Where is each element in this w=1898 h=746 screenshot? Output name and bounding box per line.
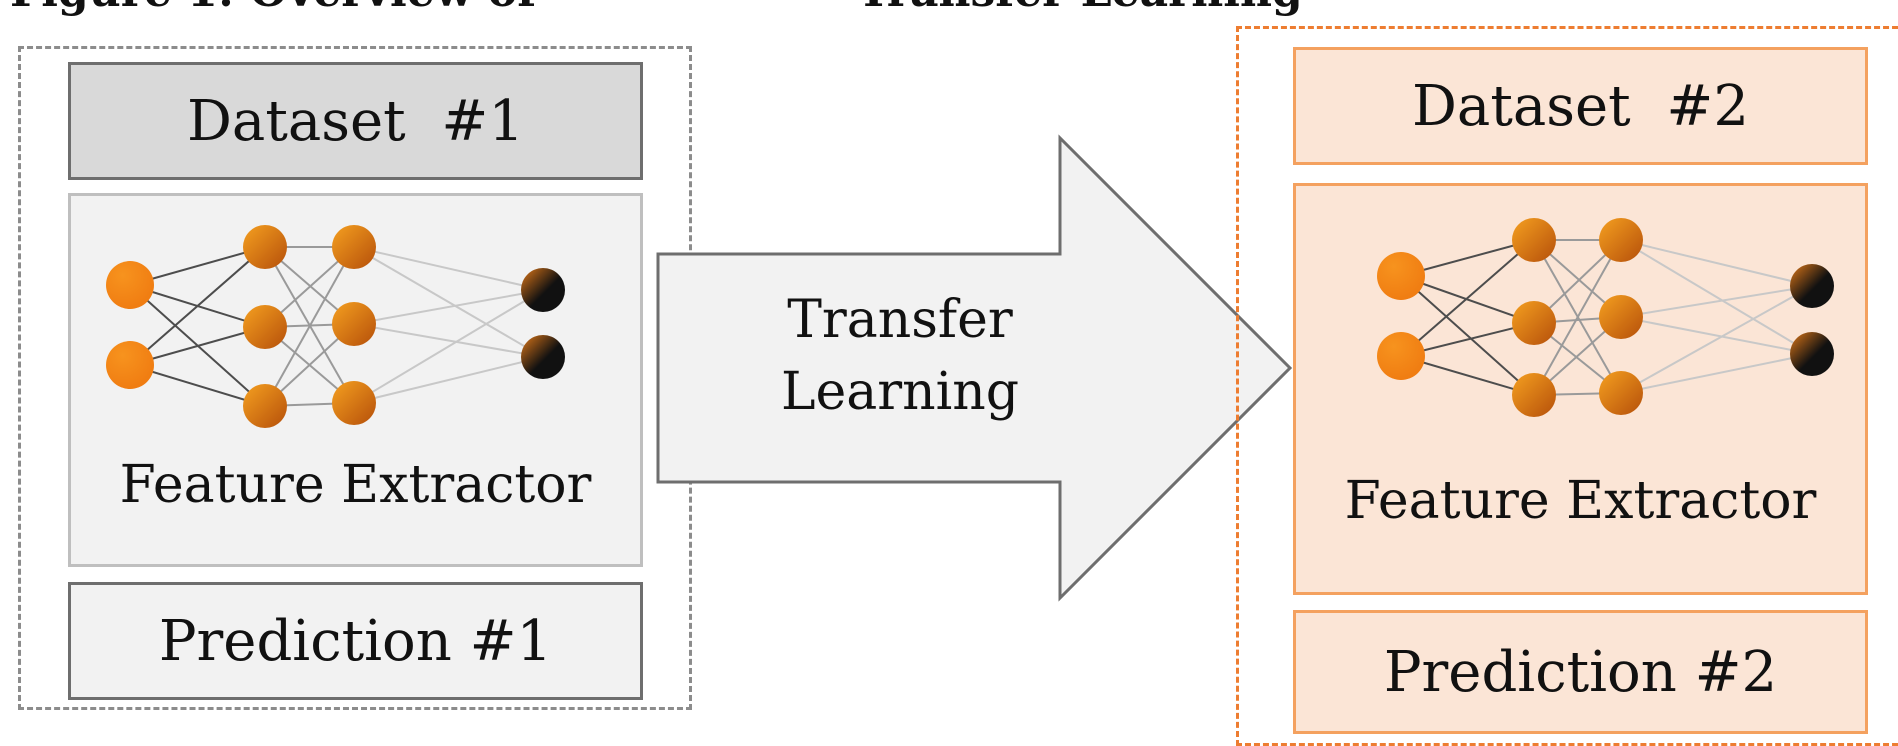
- right-input-node: [1377, 252, 1425, 300]
- left-edge: [353, 289, 544, 325]
- source-feature-extractor-box: Feature Extractor: [68, 193, 643, 567]
- right-hidden-node: [1599, 218, 1643, 262]
- right-edge: [1620, 285, 1813, 394]
- right-edge: [1533, 239, 1622, 396]
- left-hidden-node: [332, 302, 376, 346]
- left-edge: [353, 289, 544, 404]
- left-input-node: [106, 341, 154, 389]
- target-network: [1377, 218, 1834, 417]
- left-output-node: [521, 335, 565, 379]
- right-edge: [1620, 353, 1813, 394]
- right-hidden-node: [1599, 295, 1643, 339]
- header-caption-left: Figure 1: Overview of: [0, 0, 760, 28]
- target-dataset-label: Dataset #2: [1412, 73, 1749, 139]
- left-input-node: [106, 261, 154, 309]
- left-edge: [353, 246, 544, 291]
- left-output-node: [521, 268, 565, 312]
- target-prediction-label: Prediction #2: [1383, 639, 1778, 705]
- transfer-label: Transfer Learning: [700, 282, 1100, 430]
- left-edge: [264, 246, 355, 407]
- left-hidden-node: [332, 381, 376, 425]
- right-edge: [1620, 285, 1813, 318]
- left-hidden-node: [243, 225, 287, 269]
- right-edge: [1620, 239, 1813, 355]
- left-edge: [353, 356, 544, 404]
- left-edge: [353, 246, 544, 358]
- transfer-label-line2: Learning: [780, 362, 1020, 422]
- left-edge: [129, 246, 266, 366]
- right-output-node: [1790, 332, 1834, 376]
- right-edge: [1400, 275, 1535, 396]
- transfer-arrow-shape: [656, 134, 1293, 602]
- left-edge: [353, 323, 544, 358]
- right-edge: [1400, 239, 1535, 357]
- right-input-node: [1377, 332, 1425, 380]
- left-hidden-node: [243, 305, 287, 349]
- right-edge: [1620, 316, 1813, 355]
- header-caption-left-text: Figure 1: Overview of: [10, 0, 760, 17]
- left-hidden-node: [332, 225, 376, 269]
- source-prediction-label: Prediction #1: [158, 608, 553, 674]
- right-hidden-node: [1512, 218, 1556, 262]
- header-caption-right-text: Transfer Learning: [760, 0, 1400, 17]
- target-dataset-box: Dataset #2: [1293, 47, 1868, 165]
- right-edge: [1620, 239, 1813, 287]
- header-caption-right: Transfer Learning: [760, 0, 1400, 28]
- transfer-arrow: [656, 134, 1293, 602]
- left-hidden-node: [243, 384, 287, 428]
- right-hidden-node: [1599, 371, 1643, 415]
- right-output-node: [1790, 264, 1834, 308]
- right-hidden-node: [1512, 373, 1556, 417]
- source-dataset-label: Dataset #1: [187, 88, 524, 154]
- right-hidden-node: [1512, 301, 1556, 345]
- source-dataset-box: Dataset #1: [68, 62, 643, 180]
- target-extractor-label: Feature Extractor: [1344, 471, 1817, 531]
- source-extractor-label: Feature Extractor: [119, 455, 592, 515]
- source-network: [106, 225, 565, 428]
- target-feature-extractor-box: Feature Extractor: [1293, 183, 1868, 595]
- target-prediction-box: Prediction #2: [1293, 610, 1868, 734]
- transfer-label-line1: Transfer: [787, 290, 1013, 350]
- source-prediction-box: Prediction #1: [68, 582, 643, 700]
